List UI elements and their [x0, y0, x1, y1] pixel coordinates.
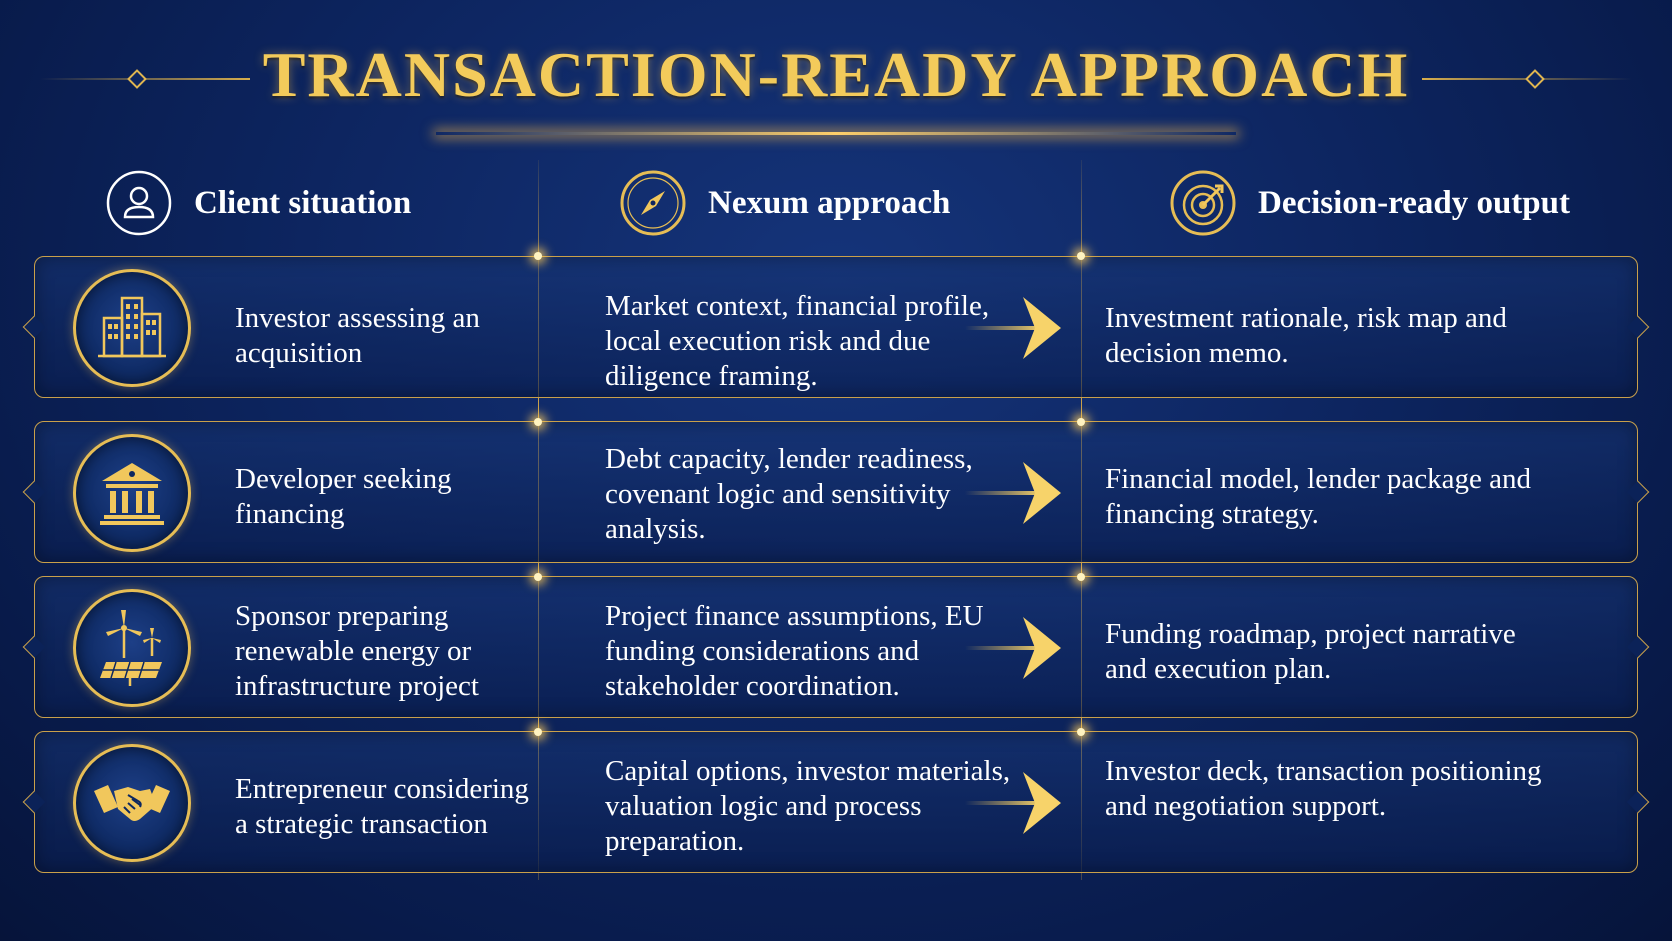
header-client-situation: Client situation [106, 168, 411, 238]
sparkle [534, 252, 542, 260]
header-label: Client situation [194, 184, 412, 221]
client-situation-text: Sponsor preparing renewable energy or in… [235, 600, 479, 702]
decision-output-text: Investor deck, transaction positioning a… [1105, 755, 1542, 822]
client-situation-text: Investor assessing an acquisition [235, 302, 480, 369]
arrow-right-icon [965, 297, 1061, 359]
sparkle [1077, 252, 1085, 260]
arrow-right-icon [965, 617, 1061, 679]
nexum-approach-text: Project finance assumptions, EU funding … [605, 600, 984, 702]
bank-icon [73, 434, 191, 552]
approach-row: Developer seeking financing Debt capacit… [22, 421, 1650, 563]
title-underline-glow [436, 132, 1236, 135]
header-decision-ready-output: Decision-ready output [1170, 168, 1570, 238]
approach-row: Investor assessing an acquisition Market… [22, 256, 1650, 398]
approach-row: Sponsor preparing renewable energy or in… [22, 576, 1650, 718]
handshake-icon [73, 744, 191, 862]
sparkle [534, 418, 542, 426]
sparkle [534, 573, 542, 581]
header-nexum-approach: Nexum approach [620, 168, 950, 238]
arrow-right-icon [965, 772, 1061, 834]
person-icon [106, 170, 172, 236]
target-icon [1170, 170, 1236, 236]
client-situation-text: Developer seeking financing [235, 463, 452, 530]
nexum-approach-text: Market context, financial profile, local… [605, 290, 990, 392]
sparkle [1077, 418, 1085, 426]
decision-output-text: Funding roadmap, project narrative and e… [1105, 618, 1516, 685]
arrow-right-icon [965, 462, 1061, 524]
client-situation-text: Entrepreneur considering a strategic tra… [235, 773, 529, 840]
sparkle [1077, 728, 1085, 736]
sparkle [1077, 573, 1085, 581]
nexum-approach-text: Capital options, investor materials, val… [605, 755, 1011, 857]
buildings-icon [73, 269, 191, 387]
compass-icon [620, 170, 686, 236]
decision-output-text: Financial model, lender package and fina… [1105, 463, 1531, 530]
page-title: TRANSACTION-READY APPROACH [262, 39, 1410, 110]
header-label: Decision-ready output [1258, 184, 1570, 221]
renewable-energy-icon [73, 589, 191, 707]
decision-output-text: Investment rationale, risk map and decis… [1105, 302, 1507, 369]
header-label: Nexum approach [708, 184, 951, 221]
approach-row: Entrepreneur considering a strategic tra… [22, 731, 1650, 873]
sparkle [534, 728, 542, 736]
nexum-approach-text: Debt capacity, lender readiness, covenan… [605, 443, 973, 545]
